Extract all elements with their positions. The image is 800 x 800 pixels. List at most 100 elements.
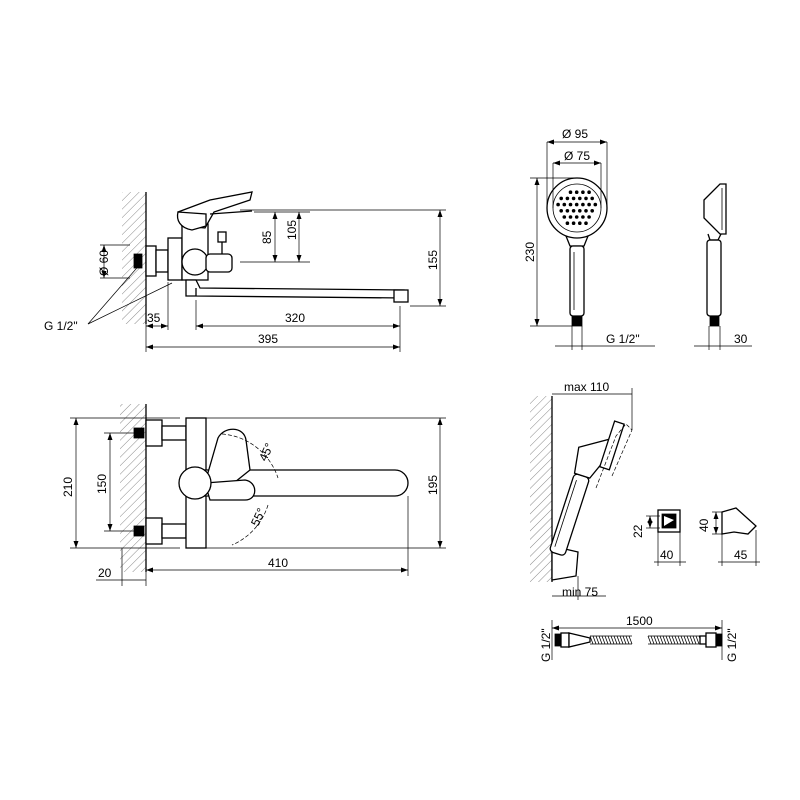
nozzle-dot xyxy=(565,209,570,213)
mixer-side-view: Ø 60 85 105 155 G 1/2" 35 320 395 xyxy=(44,191,446,352)
hose-coil xyxy=(695,635,700,645)
nozzle-dot xyxy=(565,221,570,225)
dim-angle-55: 55° xyxy=(248,506,268,529)
nozzle-dot xyxy=(587,190,591,194)
nozzle-pattern xyxy=(556,190,598,225)
hose-coil xyxy=(589,635,594,645)
hose-coil xyxy=(659,635,664,645)
hose-coil xyxy=(601,635,606,645)
nozzle-dot xyxy=(556,202,560,207)
hose-coil xyxy=(595,635,600,645)
dim-395: 395 xyxy=(258,332,278,346)
nozzle-dot xyxy=(568,190,573,194)
hand-shower-side-view: 30 xyxy=(694,183,752,350)
nozzle-dot xyxy=(562,215,567,219)
hose-view: 1500 G 1/2" G 1/2" xyxy=(539,614,739,662)
nozzle-dot xyxy=(584,196,588,201)
nozzle-dot xyxy=(574,202,579,207)
hose-segment-right xyxy=(647,635,703,645)
dim-thread-hose-right: G 1/2" xyxy=(725,628,739,662)
hose-coil xyxy=(686,635,691,645)
nozzle-dot xyxy=(568,215,573,219)
hose-coil xyxy=(647,635,652,645)
hose-coil xyxy=(625,635,630,645)
nozzle-dot xyxy=(562,202,567,207)
nozzle-dot xyxy=(590,196,594,201)
hose-coil xyxy=(653,635,658,645)
dim-diameter-60: Ø 60 xyxy=(97,250,111,276)
dim-85: 85 xyxy=(260,230,274,244)
hose-coil xyxy=(692,635,697,645)
dim-30: 30 xyxy=(734,332,748,346)
nozzle-dot xyxy=(584,221,588,225)
dim-40-holder-depth: 40 xyxy=(697,518,711,532)
nozzle-dot xyxy=(590,209,594,213)
hose-coil xyxy=(674,635,679,645)
hose-coil xyxy=(607,635,612,645)
dim-155: 155 xyxy=(426,250,440,270)
hose-coil xyxy=(689,635,694,645)
nozzle-dot xyxy=(571,196,576,201)
holder-details: 22 40 40 45 xyxy=(631,507,760,566)
hose-coil xyxy=(662,635,667,645)
nozzle-dot xyxy=(578,209,582,213)
dim-max-110: max 110 xyxy=(564,380,609,394)
dim-320: 320 xyxy=(285,311,305,325)
nozzle-dot xyxy=(571,221,576,225)
nozzle-dot xyxy=(593,202,598,207)
hose-coil xyxy=(616,635,621,645)
dim-angle-45: 45° xyxy=(256,441,276,464)
nozzle-dot xyxy=(571,209,576,213)
nozzle-dot xyxy=(559,196,563,201)
mixer-top-view: 210 150 195 20 410 45° 55° xyxy=(61,404,446,586)
hose-coil xyxy=(619,635,624,645)
dim-min-75: min 75 xyxy=(562,585,598,599)
dim-thread-hose-left: G 1/2" xyxy=(539,628,553,662)
hose-coil xyxy=(592,635,597,645)
hose-coil xyxy=(610,635,615,645)
dim-230: 230 xyxy=(523,242,537,262)
hose-coil xyxy=(668,635,673,645)
nozzle-dot xyxy=(581,190,585,194)
dim-210: 210 xyxy=(61,477,75,497)
dim-45: 45 xyxy=(734,548,748,562)
nozzle-dot xyxy=(565,196,570,201)
holder-wall-view: max 110 min 75 xyxy=(530,380,633,600)
hose-coil xyxy=(613,635,618,645)
hose-coil xyxy=(665,635,670,645)
dim-diameter-75: Ø 75 xyxy=(564,149,590,163)
dim-35: 35 xyxy=(147,311,161,325)
nozzle-dot xyxy=(559,209,563,213)
nozzle-dot xyxy=(581,215,585,219)
nozzle-dot xyxy=(578,221,582,225)
nozzle-dot xyxy=(584,209,588,213)
nozzle-dot xyxy=(581,202,585,207)
hose-coil xyxy=(677,635,682,645)
dim-105: 105 xyxy=(285,220,299,240)
dim-thread-mixer: G 1/2" xyxy=(44,319,78,333)
nozzle-dot xyxy=(587,215,591,219)
hose-coil xyxy=(671,635,676,645)
dim-22: 22 xyxy=(631,524,645,538)
nozzle-dot xyxy=(574,190,579,194)
wall-hatching-holder xyxy=(530,396,552,582)
hose-coil xyxy=(656,635,661,645)
dim-150: 150 xyxy=(95,474,109,494)
hose-coil xyxy=(622,635,627,645)
hose-coil xyxy=(604,635,609,645)
dim-thread-head: G 1/2" xyxy=(606,332,640,346)
hose-coil xyxy=(628,635,633,645)
nozzle-dot xyxy=(568,202,573,207)
dim-20: 20 xyxy=(98,566,112,580)
nozzle-dot xyxy=(574,215,579,219)
hose-coil xyxy=(680,635,685,645)
hose-coil xyxy=(598,635,603,645)
hose-coil xyxy=(650,635,655,645)
hose-coil xyxy=(683,635,688,645)
dim-40-holder-width: 40 xyxy=(660,548,674,562)
hand-shower-front-view: Ø 95 Ø 75 230 G 1/2" xyxy=(523,127,655,350)
dim-1500: 1500 xyxy=(626,614,653,628)
dim-195: 195 xyxy=(426,475,440,495)
dim-diameter-95: Ø 95 xyxy=(562,127,588,141)
